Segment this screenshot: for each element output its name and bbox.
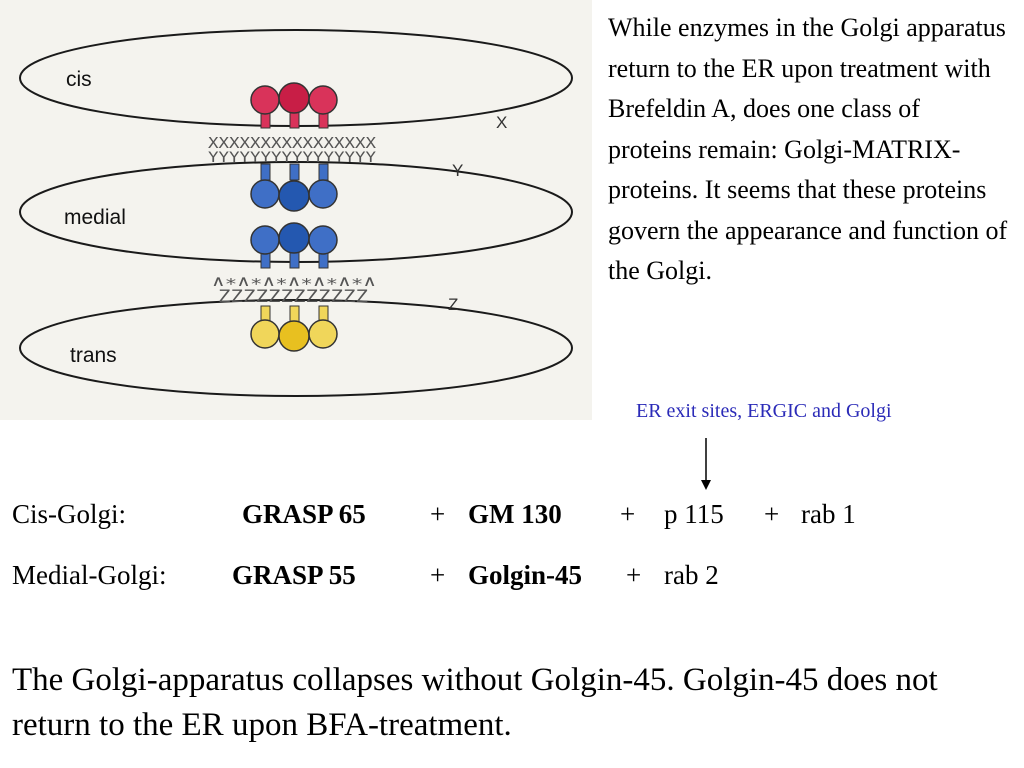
z-linker-row: ZZZZZZZZZZZZ [218, 287, 368, 307]
z-letter: Z [448, 295, 458, 314]
gm130-label: GM 130 [468, 499, 562, 529]
rab1-label: rab 1 [801, 499, 856, 529]
plus-sign: + [620, 499, 636, 529]
rab2-label: rab 2 [664, 560, 719, 590]
p115-label: p 115 [664, 499, 724, 529]
trans-protein-cluster [250, 305, 338, 352]
trans-cisterna [19, 299, 573, 397]
golgin45-label: Golgin-45 [468, 560, 583, 590]
plus-sign: + [626, 560, 642, 590]
plus-sign: + [764, 499, 780, 529]
cis-golgi-label: Cis-Golgi: [12, 499, 127, 529]
golgi-stack-diagram: cis medial trans X Y Z XXXXXXXXXXXXXXXX … [0, 0, 592, 420]
trans-label: trans [70, 344, 117, 367]
star-linker-row: ∧∗∧∗∧∗∧∗∧∗∧∗∧ [212, 272, 376, 290]
golgi-stack-illustration: cis medial trans X Y Z XXXXXXXXXXXXXXXX … [19, 29, 573, 397]
plus-sign: + [430, 499, 446, 529]
er-exit-caption: ER exit sites, ERGIC and Golgi [636, 400, 892, 422]
grasp55-label: GRASP 55 [232, 560, 356, 590]
plus-sign: + [430, 560, 446, 590]
medial-label: medial [64, 206, 126, 229]
medial-lower-protein-cluster [250, 222, 338, 269]
medial-golgi-label: Medial-Golgi: [12, 560, 167, 590]
cis-label: cis [66, 68, 92, 91]
conclusion-paragraph: The Golgi-apparatus collapses without Go… [12, 662, 938, 743]
x-linker-row: XXXXXXXXXXXXXXXX [208, 134, 376, 152]
y-linker-row: YYYYYYYYYYYYYYYY [208, 150, 377, 166]
down-arrow-icon [701, 438, 711, 490]
cis-protein-cluster [250, 82, 338, 129]
side-text-paragraph: While enzymes in the Golgi apparatus ret… [608, 13, 1008, 285]
y-letter: Y [452, 161, 463, 180]
medial-upper-protein-cluster [250, 163, 338, 212]
grasp65-label: GRASP 65 [242, 499, 366, 529]
x-letter: X [496, 113, 507, 132]
